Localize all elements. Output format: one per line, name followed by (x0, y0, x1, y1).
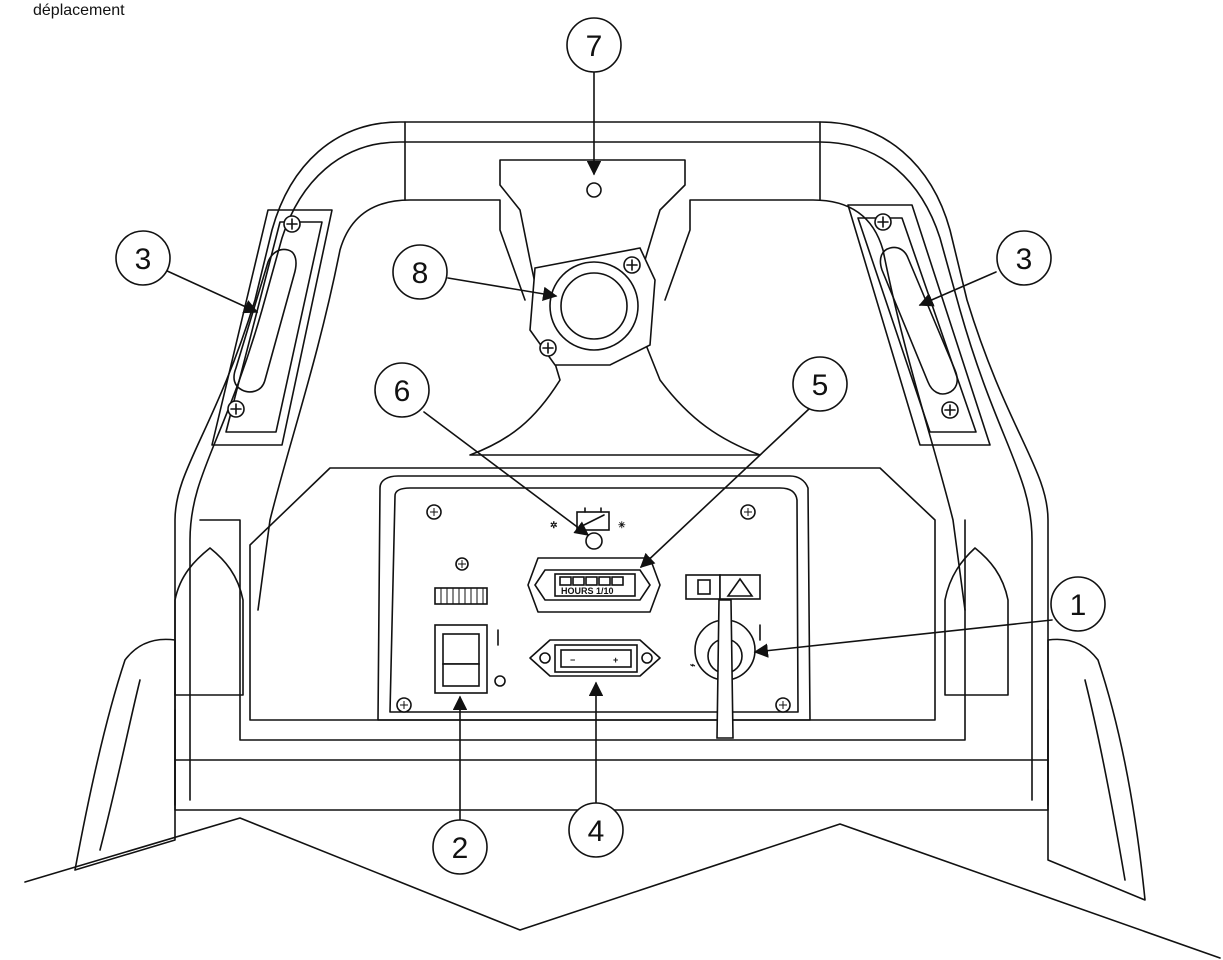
screw-icon (227, 400, 245, 418)
screw-icon (455, 557, 469, 571)
callout-7: 7 (566, 17, 622, 73)
charge-indicator-light-6 (585, 532, 603, 550)
speed-scale-icon (434, 587, 488, 605)
indicator-light-7 (586, 182, 602, 198)
screw-icon (941, 401, 959, 419)
screw-icon (539, 339, 557, 357)
battery-plus-label: + (613, 655, 618, 665)
screw-icon (623, 256, 641, 274)
key-switch-1[interactable]: ⌁ (690, 599, 761, 739)
warning-labels (685, 574, 761, 600)
screw-icon (426, 504, 442, 520)
callout-3-right-label: 3 (1016, 243, 1033, 276)
battery-minus-label: − (570, 655, 575, 665)
key-off-icon: ⌁ (690, 660, 696, 670)
hour-meter-5: HOURS 1/10 (527, 557, 661, 613)
screw-icon (740, 504, 756, 520)
screw-icon (874, 213, 892, 231)
light-off-icon: ✲ (550, 520, 558, 530)
left-grip[interactable] (211, 209, 333, 446)
callout-8-label: 8 (412, 257, 429, 290)
round-port-8[interactable] (560, 272, 628, 340)
screw-icon (775, 697, 791, 713)
caption-text: déplacement (33, 2, 125, 19)
callout-1-label: 1 (1070, 589, 1087, 622)
switch-off-mark (494, 675, 506, 687)
callout-6: 6 (374, 362, 430, 418)
key-icon[interactable] (716, 599, 734, 739)
callout-leaders (164, 71, 1053, 821)
callout-8: 8 (392, 244, 448, 300)
rocker-switch-2[interactable] (434, 624, 488, 694)
right-grip[interactable] (847, 204, 991, 446)
break-line (24, 817, 1221, 959)
callout-3-left: 3 (115, 230, 171, 286)
center-column (469, 159, 761, 456)
battery-gauge-4: − + (529, 639, 661, 677)
callout-4: 4 (568, 802, 624, 858)
callout-2-label: 2 (452, 832, 469, 865)
callout-2: 2 (432, 819, 488, 875)
hour-meter-label: HOURS 1/10 (561, 586, 614, 596)
callout-5: 5 (792, 356, 848, 412)
callout-4-label: 4 (588, 815, 605, 848)
light-on-icon: ✳ (618, 520, 626, 530)
control-panel: ✲ ✳ HOURS 1/10 − + (249, 467, 936, 739)
warning-triangle-icon (726, 577, 754, 597)
callout-6-label: 6 (394, 375, 411, 408)
battery-warning-icon (576, 507, 610, 531)
callout-3-left-label: 3 (135, 243, 152, 276)
handle-frame (74, 121, 1146, 901)
callout-3-right: 3 (996, 230, 1052, 286)
callout-7-label: 7 (586, 30, 603, 63)
screw-icon (396, 697, 412, 713)
callout-5-label: 5 (812, 369, 829, 402)
manual-book-icon (697, 579, 711, 595)
callout-1: 1 (1050, 576, 1106, 632)
screw-icon (283, 215, 301, 233)
